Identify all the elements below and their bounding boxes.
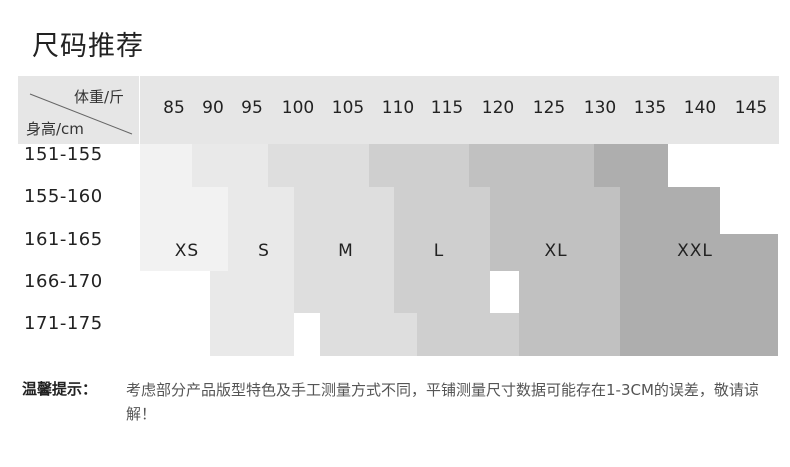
size-label-l: L	[433, 241, 445, 261]
size-zone-xs	[140, 187, 228, 271]
size-zone-m	[268, 144, 369, 187]
weight-label: 120	[481, 98, 515, 118]
size-label-xs: XS	[174, 241, 200, 261]
weight-label: 90	[202, 98, 224, 118]
height-label: 166-170	[24, 271, 103, 292]
size-zone-l	[394, 187, 490, 313]
size-zone-xs	[140, 144, 192, 187]
note-label: 温馨提示：	[22, 380, 98, 398]
weight-label: 105	[331, 98, 365, 118]
size-zone-m	[320, 313, 417, 356]
size-zone-s	[228, 187, 294, 356]
size-zone-l	[417, 313, 519, 356]
weight-label: 110	[381, 98, 415, 118]
weight-label: 115	[430, 98, 464, 118]
weight-header-row	[140, 76, 779, 144]
weight-label: 140	[683, 98, 717, 118]
size-zone-s	[192, 144, 268, 187]
size-zone-m	[294, 187, 394, 313]
height-label: 161-165	[24, 229, 103, 250]
height-label: 151-155	[24, 144, 103, 165]
weight-label: 95	[241, 98, 263, 118]
size-zone-xl	[469, 144, 594, 187]
weight-label: 135	[633, 98, 667, 118]
weight-label: 85	[163, 98, 185, 118]
page-title: 尺码推荐	[32, 31, 144, 62]
size-label-s: S	[258, 241, 270, 261]
note-text: 考虑部分产品版型特色及手工测量方式不同，平铺测量尺寸数据可能存在1-3CM的误差…	[126, 381, 759, 423]
size-label-xl: XL	[544, 241, 568, 261]
weight-label: 125	[532, 98, 566, 118]
size-zone-xl	[490, 187, 620, 271]
empty-cell	[140, 271, 210, 356]
diagonal-divider	[29, 93, 133, 135]
size-zone-s	[210, 271, 228, 356]
corner-cell	[18, 76, 139, 144]
height-axis-label: 身高/cm	[26, 120, 84, 138]
weight-label: 130	[583, 98, 617, 118]
size-label-xxl: XXL	[677, 241, 713, 261]
height-label: 171-175	[24, 313, 103, 334]
size-zone-xxl	[620, 234, 778, 356]
size-label-m: M	[338, 241, 354, 261]
size-zone-xxl	[620, 187, 720, 234]
height-label: 155-160	[24, 186, 103, 207]
weight-label: 100	[281, 98, 315, 118]
size-zone-xxl	[594, 144, 668, 187]
size-zone-l	[369, 144, 469, 187]
weight-axis-label: 体重/斤	[74, 88, 125, 106]
weight-label: 145	[734, 98, 768, 118]
size-zone-xl	[519, 271, 620, 356]
